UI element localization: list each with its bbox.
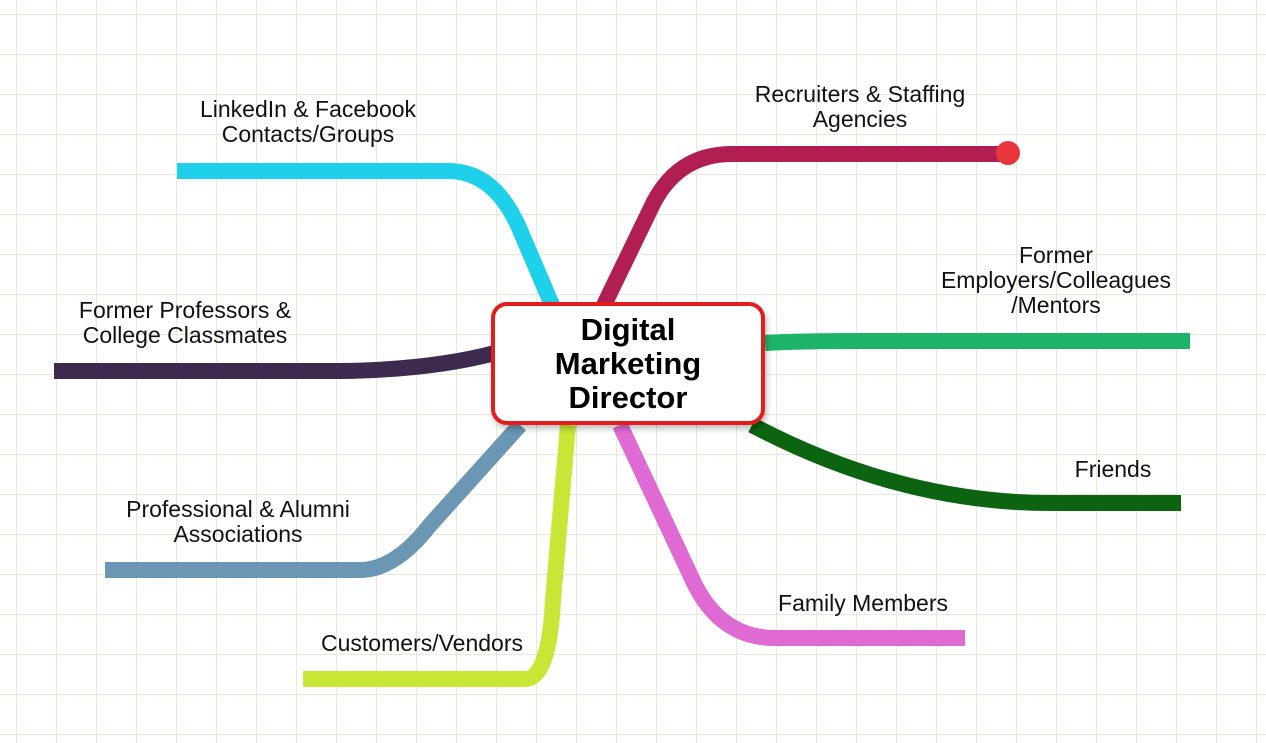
branch-label-linkedin: LinkedIn & Facebook Contacts/Groups [199,96,417,147]
branch-professors-line [54,345,498,379]
branch-label-recruiters: Recruiters & Staffing Agencies [754,81,966,132]
branch-associations-line [105,419,526,578]
branch-label-professors: Former Professors & College Classmates [78,297,292,348]
branch-recruiters-line [596,146,1008,309]
branch-linkedin-line [177,163,560,309]
branch-family-line [612,421,965,646]
branch-label-family: Family Members [778,590,948,616]
branch-label-customers: Customers/Vendors [321,630,523,656]
branch-customers-line [303,424,576,687]
branch-label-friends: Friends [1074,456,1152,482]
central-topic-title: Digital Marketing Director [554,311,702,415]
branch-end-dot [996,141,1020,165]
branch-label-associations: Professional & Alumni Associations [126,496,350,547]
central-topic-node[interactable]: Digital Marketing Director [491,302,765,425]
branch-label-employers: Former Employers/Colleagues /Mentors [940,242,1172,318]
branch-employers-line [764,333,1190,351]
branch-friends-line [748,417,1181,511]
